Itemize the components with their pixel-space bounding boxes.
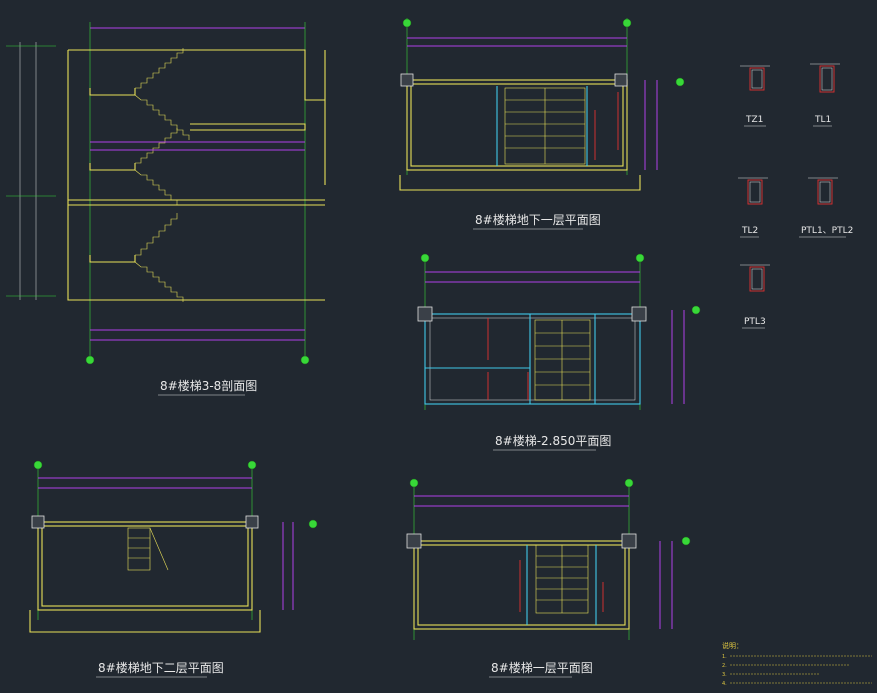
detail-label: TL2 [741,226,758,236]
detail-label: TZ1 [745,115,763,125]
f1-plan-title: 8#楼梯一层平面图 [491,660,593,675]
grid-bubble [420,253,430,263]
detail-label: PTL1、PTL2 [801,226,853,236]
stair-treads [127,527,169,571]
detail-label: PTL3 [744,317,766,327]
detail-label: TL1 [814,115,831,125]
column [245,515,259,529]
notes-line: 2. [722,663,727,669]
grid-bubble [85,355,95,365]
landing [190,123,306,131]
stair-flight [134,94,190,140]
landing [89,88,136,96]
stair-flight [134,169,178,205]
f1-plan-drawing: 8#楼梯一层平面图 [406,478,691,678]
beam-details: TZ1 TL1 TL2 PTL1、PTL2 PT [738,63,853,329]
section-title: 8#楼梯3-8剖面图 [160,378,257,393]
column [31,515,45,529]
landing [89,255,136,263]
detail-tl1: TL1 [810,63,840,127]
plan-2850-title: 8#楼梯-2.850平面图 [495,433,611,448]
room-outline [406,79,628,171]
foundation [399,175,641,191]
grid-bubble [247,460,257,470]
notes-line: 1. [722,654,727,660]
stair-flight [135,48,184,89]
grid-bubble [300,355,310,365]
notes-block: 说明： 1. 2. 3. 4. [722,641,872,687]
grid-bubble [308,519,318,529]
room-outline [37,521,253,611]
slab-outline [68,49,325,101]
notes-line: 4. [722,681,727,687]
grid-bubble [33,460,43,470]
column [406,533,422,549]
slab-outline [429,317,636,401]
stair-treads [535,544,589,614]
room-outline [413,540,630,630]
column [631,306,647,322]
b1-plan-drawing: 8#楼梯地下一层平面图 [399,18,685,230]
b2-plan-title: 8#楼梯地下二层平面图 [98,660,224,675]
wall-outline [67,50,325,301]
grid-bubble [402,18,412,28]
b2-plan-drawing: 8#楼梯地下二层平面图 [29,460,318,678]
grid-bubble [624,478,634,488]
stair-treads [504,87,586,165]
detail-ptl1-ptl2: PTL1、PTL2 [799,177,853,238]
room-inner [410,83,624,167]
notes-line: 3. [722,672,727,678]
plan-2850-drawing: 8#楼梯-2.850平面图 [417,253,701,451]
detail-tl2: TL2 [738,177,768,238]
section-drawing: 8#楼梯3-8剖面图 [6,22,326,396]
room-inner [41,525,249,607]
landing [89,163,136,171]
room-inner [417,544,626,626]
grid-bubble [622,18,632,28]
notes-heading: 说明： [722,641,743,650]
detail-tz1: TZ1 [740,65,770,127]
stair-treads [534,319,591,401]
column [621,533,637,549]
grid-bubble [681,536,691,546]
grid-bubble [409,478,419,488]
stair-flight [134,261,184,302]
detail-ptl3: PTL3 [740,264,770,329]
column [417,306,433,322]
foundation [29,610,261,633]
grid-bubble [691,305,701,315]
b1-plan-title: 8#楼梯地下一层平面图 [475,212,601,227]
beam-outline [424,313,641,405]
grid-bubble [675,77,685,87]
stair-flight [135,128,178,164]
grid-bubble [635,253,645,263]
column [400,73,414,87]
stair-flight [135,213,178,256]
column [614,73,628,87]
